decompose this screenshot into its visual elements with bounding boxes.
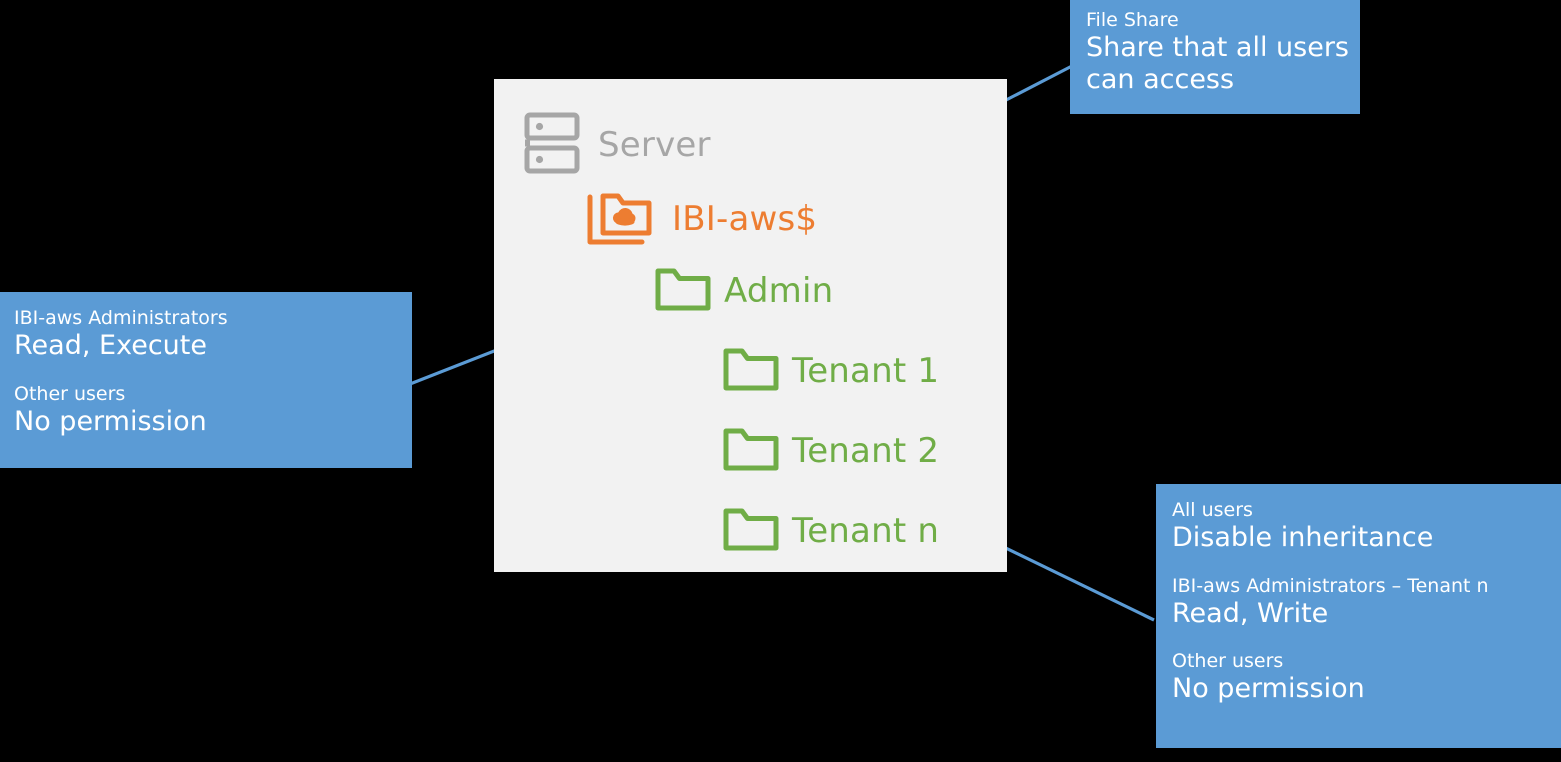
tenant-group-2-value: Read, Write (1172, 597, 1329, 629)
folder-icon (722, 505, 780, 557)
tree-row-tenant-2[interactable]: Tenant 2 (722, 425, 939, 477)
server-panel: Server IBI-aws$ Admin (494, 79, 1007, 572)
tenant-group-1-heading: All users (1172, 499, 1253, 521)
admin-permissions-callout: IBI-aws Administrators Read, Execute Oth… (0, 292, 412, 468)
admin-group-2-value: No permission (14, 405, 207, 437)
admin-group-1-heading: IBI-aws Administrators (14, 307, 228, 329)
tenant-n-label: Tenant n (792, 511, 940, 551)
tenant-group-3-value: No permission (1172, 673, 1365, 705)
tenant-1-label: Tenant 1 (792, 351, 940, 391)
cloud-folder-icon (586, 185, 658, 253)
server-label: Server (598, 125, 711, 165)
tenant-permissions-callout: All users Disable inheritance IBI-aws Ad… (1156, 484, 1561, 748)
spacer (14, 362, 412, 384)
tree-row-ibi-aws-share[interactable]: IBI-aws$ (586, 185, 817, 253)
ibi-aws-share-label: IBI-aws$ (672, 199, 818, 239)
spacer (1172, 554, 1561, 576)
folder-icon (722, 425, 780, 477)
tree-row-tenant-1[interactable]: Tenant 1 (722, 345, 939, 397)
tree-row-tenant-n[interactable]: Tenant n (722, 505, 939, 557)
admin-group-2-heading: Other users (14, 382, 126, 405)
server-icon (524, 111, 580, 179)
folder-icon (654, 265, 712, 317)
folder-icon (722, 345, 780, 397)
file-share-body-line-2: can access (1086, 63, 1235, 95)
tenant-2-label: Tenant 2 (792, 431, 940, 471)
file-share-heading: File Share (1086, 9, 1179, 31)
spacer (1172, 629, 1561, 651)
admin-group-1-value: Read, Execute (14, 329, 207, 361)
file-share-body-line-1: Share that all users (1086, 31, 1349, 63)
tenant-group-1-value: Disable inheritance (1172, 521, 1434, 553)
file-share-callout: File Share Share that all users can acce… (1070, 0, 1360, 114)
admin-label: Admin (724, 271, 834, 311)
tenant-group-2-heading: IBI-aws Administrators – Tenant n (1172, 574, 1489, 597)
tree-row-server[interactable]: Server (524, 111, 711, 179)
tenant-group-3-heading: Other users (1172, 650, 1284, 673)
tree-row-admin[interactable]: Admin (654, 265, 833, 317)
